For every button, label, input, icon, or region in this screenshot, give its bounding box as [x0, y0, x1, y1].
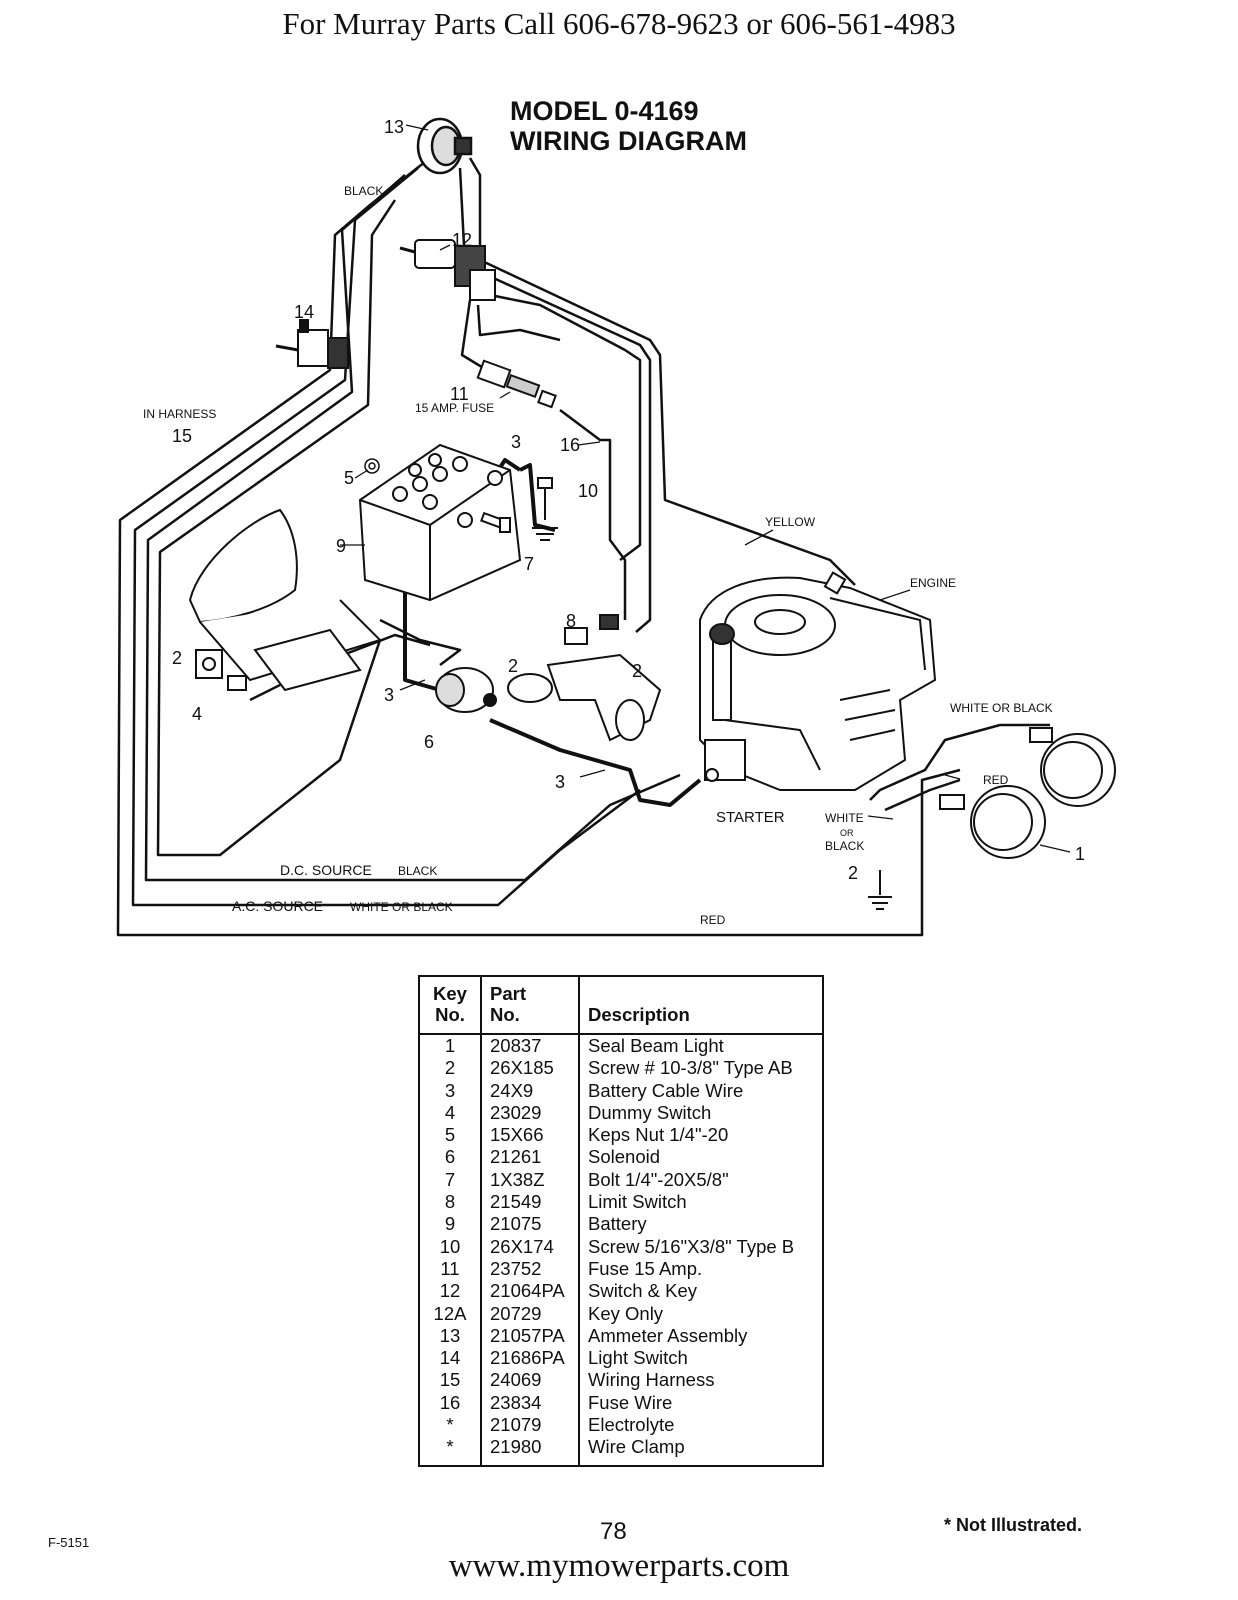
light-switch-14 — [275, 319, 349, 369]
label-dc-source: D.C. SOURCE — [280, 862, 372, 878]
label-ac-white-or-black: WHITE OR BLACK — [350, 900, 453, 914]
starter — [704, 739, 746, 782]
title-wiring: WIRING DIAGRAM — [510, 126, 747, 156]
callout-8: 8 — [566, 611, 576, 631]
seal-beam-light-1 — [970, 733, 1116, 859]
label-or: OR — [840, 828, 854, 838]
solenoid-6 — [435, 667, 497, 713]
callout-2b: 2 — [632, 661, 642, 681]
wire-battery-pos — [519, 463, 556, 532]
callout-15: 15 — [172, 426, 192, 446]
label-red: RED — [983, 773, 1009, 787]
label-in-harness: IN HARNESS — [143, 407, 216, 421]
callout-14: 14 — [294, 302, 314, 322]
callout-3b: 3 — [384, 685, 394, 705]
callout-2d: 2 — [848, 863, 858, 883]
callout-11: 11 — [450, 384, 469, 404]
page-header: For Murray Parts Call 606-678-9623 or 60… — [282, 6, 956, 41]
page-number: 78 — [600, 1518, 627, 1545]
callout-16: 16 — [560, 435, 580, 455]
screw-10 — [532, 477, 558, 541]
yellow-connector — [823, 571, 847, 595]
bracket — [507, 653, 662, 742]
engine — [699, 576, 937, 791]
seat — [188, 508, 382, 692]
callout-10: 10 — [578, 481, 598, 501]
bolt-7 — [480, 511, 511, 533]
callout-2c: 2 — [172, 648, 182, 668]
callout-3a: 3 — [511, 432, 521, 452]
callout-1: 1 — [1075, 844, 1085, 864]
key-switch-12 — [399, 239, 496, 301]
wire-limit-switch — [379, 618, 462, 666]
dummy-switch-4 — [195, 649, 247, 691]
not-illustrated-note: * Not Illustrated. — [944, 1515, 1083, 1535]
label-starter: STARTER — [716, 809, 785, 826]
footer-url: www.mymowerparts.com — [448, 1548, 790, 1584]
wire-starter-3 — [489, 718, 702, 807]
label-engine: ENGINE — [910, 576, 956, 590]
title-model: MODEL 0-4169 — [510, 96, 699, 126]
label-ac-source: A.C. SOURCE — [232, 898, 323, 914]
label-white-or-black: WHITE OR BLACK — [950, 701, 1053, 715]
diagram-title: MODEL 0-4169 WIRING DIAGRAM — [510, 96, 747, 156]
label-fuse: 15 AMP. FUSE — [415, 401, 494, 415]
label-yellow: YELLOW — [765, 515, 816, 529]
callout-12: 12 — [452, 230, 472, 250]
callout-6: 6 — [424, 732, 434, 752]
keps-nut-5 — [364, 458, 380, 474]
wire-light-b — [884, 778, 961, 812]
label-dc-black: BLACK — [398, 864, 437, 878]
wire-key-a — [489, 293, 642, 561]
label-black2: BLACK — [825, 839, 864, 853]
label-red-bottom: RED — [700, 913, 726, 927]
label-white: WHITE — [825, 811, 864, 825]
callout-2a: 2 — [508, 656, 518, 676]
callout-3c: 3 — [555, 772, 565, 792]
wire-harness-4 — [156, 199, 397, 857]
light-connectors — [939, 727, 1053, 810]
battery-9 — [358, 443, 522, 602]
callout-7: 7 — [524, 554, 534, 574]
label-black: BLACK — [344, 184, 383, 198]
callout-4: 4 — [192, 704, 202, 724]
callout-9: 9 — [336, 536, 346, 556]
callout-5: 5 — [344, 468, 354, 488]
wire-dc-source — [144, 174, 681, 882]
wire-key-b — [476, 304, 561, 342]
ammeter-13 — [416, 117, 473, 175]
wire-fuse-16 — [559, 409, 627, 620]
wire-light-a — [869, 723, 1050, 801]
header-description: Description — [578, 976, 823, 1035]
ground-light — [868, 870, 892, 910]
wire-ammeter-a — [468, 157, 856, 586]
fuse-11 — [476, 359, 557, 409]
limit-switch-8 — [564, 614, 619, 645]
form-code: F-5151 — [48, 1535, 90, 1550]
callout-13: 13 — [384, 117, 404, 137]
wiring-diagram: BLACK IN HARNESS 15 AMP. FUSE YELLOW ENG… — [116, 117, 1116, 937]
